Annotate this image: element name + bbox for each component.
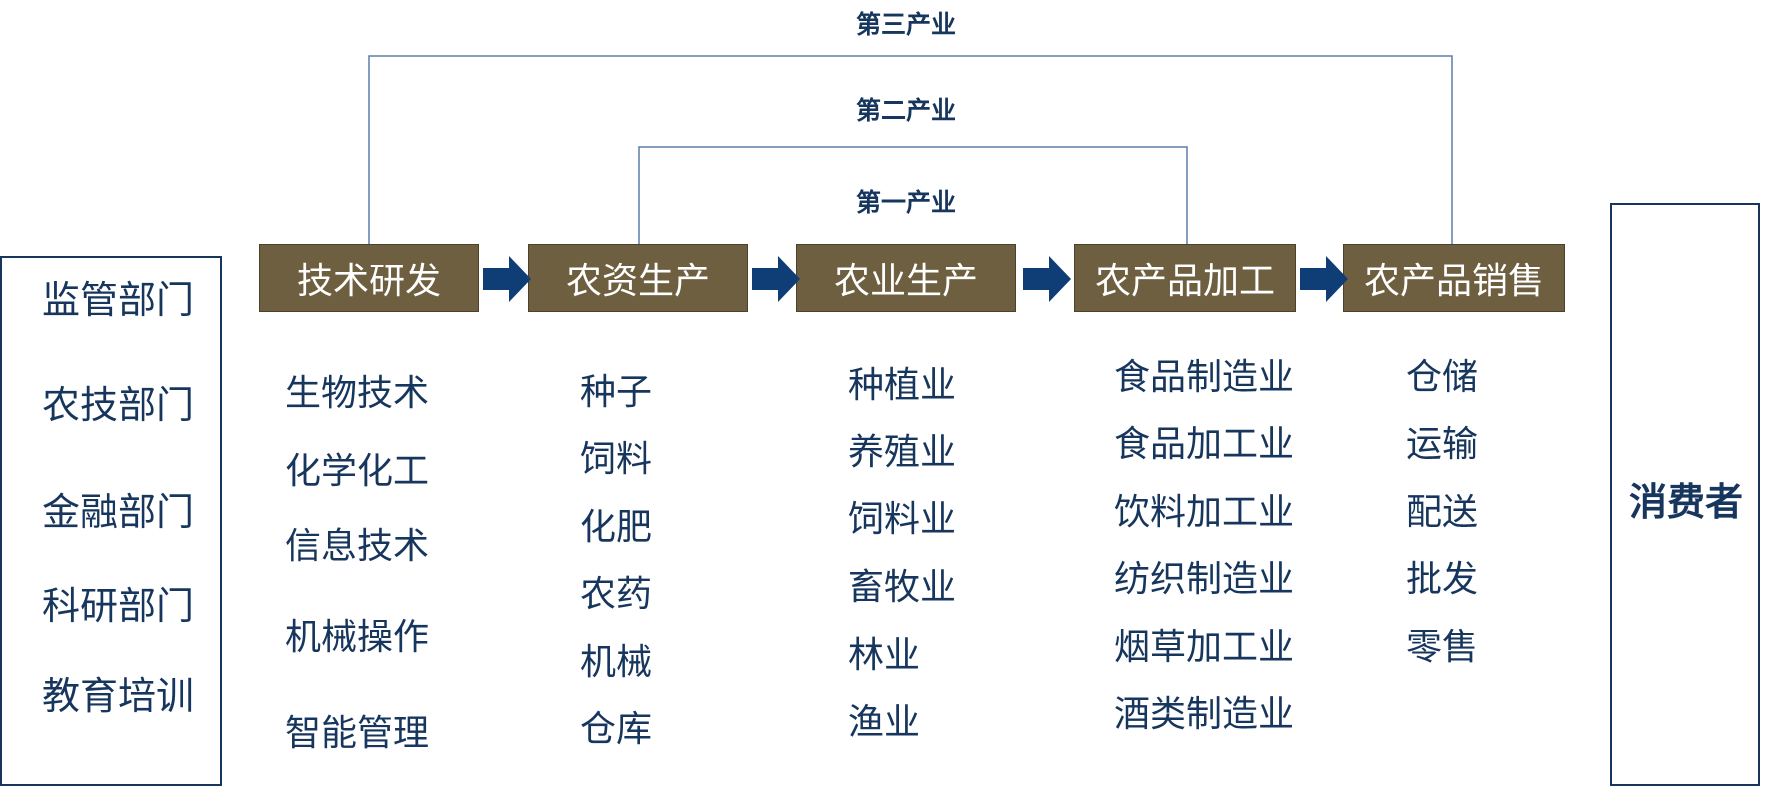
sales-item: 零售 (1406, 627, 1479, 668)
rd-item: 化学化工 (285, 451, 430, 492)
secondary-bracket (638, 146, 1188, 245)
inputs-item: 机械 (580, 642, 653, 683)
department-item: 监管部门 (42, 278, 195, 322)
sales-item: 批发 (1406, 559, 1479, 600)
inputs-item: 化肥 (580, 507, 653, 548)
agriculture-item: 林业 (848, 635, 921, 676)
tertiary-bracket (368, 55, 1453, 245)
processing-item: 烟草加工业 (1114, 627, 1295, 668)
consumer-panel: 消费者 (1610, 203, 1760, 786)
departments-panel: 监管部门 农技部门 金融部门 科研部门 教育培训 (0, 256, 222, 786)
department-item: 金融部门 (42, 490, 195, 534)
agriculture-item: 种植业 (848, 365, 957, 406)
arrow-right-icon (1023, 256, 1071, 302)
rd-item: 生物技术 (285, 373, 430, 414)
agriculture-item: 渔业 (848, 702, 921, 743)
primary-industry-label: 第一产业 (855, 188, 957, 217)
secondary-industry-label: 第二产业 (855, 96, 957, 125)
inputs-item: 饲料 (580, 439, 653, 480)
stage-sales: 农产品销售 (1343, 244, 1565, 312)
sales-item: 仓储 (1406, 357, 1479, 398)
stage-inputs: 农资生产 (528, 244, 748, 312)
consumer-label: 消费者 (1629, 480, 1744, 524)
sales-item: 配送 (1406, 492, 1479, 533)
stage-processing: 农产品加工 (1074, 244, 1296, 312)
processing-item: 纺织制造业 (1114, 559, 1295, 600)
tertiary-industry-label: 第三产业 (855, 10, 957, 39)
processing-item: 酒类制造业 (1114, 694, 1295, 735)
rd-item: 信息技术 (285, 526, 430, 567)
inputs-item: 仓库 (580, 709, 653, 750)
arrow-right-icon (483, 256, 531, 302)
arrow-right-icon (752, 256, 800, 302)
agriculture-item: 养殖业 (848, 432, 957, 473)
processing-item: 食品制造业 (1114, 357, 1295, 398)
agriculture-item: 畜牧业 (848, 567, 957, 608)
department-item: 农技部门 (42, 383, 195, 427)
sales-item: 运输 (1406, 424, 1479, 465)
arrow-right-icon (1300, 256, 1348, 302)
agriculture-item: 饲料业 (848, 499, 957, 540)
inputs-item: 农药 (580, 574, 653, 615)
stage-rd: 技术研发 (259, 244, 479, 312)
rd-item: 机械操作 (285, 617, 430, 658)
processing-item: 饮料加工业 (1114, 492, 1295, 533)
stage-agriculture: 农业生产 (796, 244, 1016, 312)
rd-item: 智能管理 (285, 713, 430, 754)
inputs-item: 种子 (580, 372, 653, 413)
processing-item: 食品加工业 (1114, 424, 1295, 465)
department-item: 教育培训 (42, 674, 195, 718)
department-item: 科研部门 (42, 584, 195, 628)
